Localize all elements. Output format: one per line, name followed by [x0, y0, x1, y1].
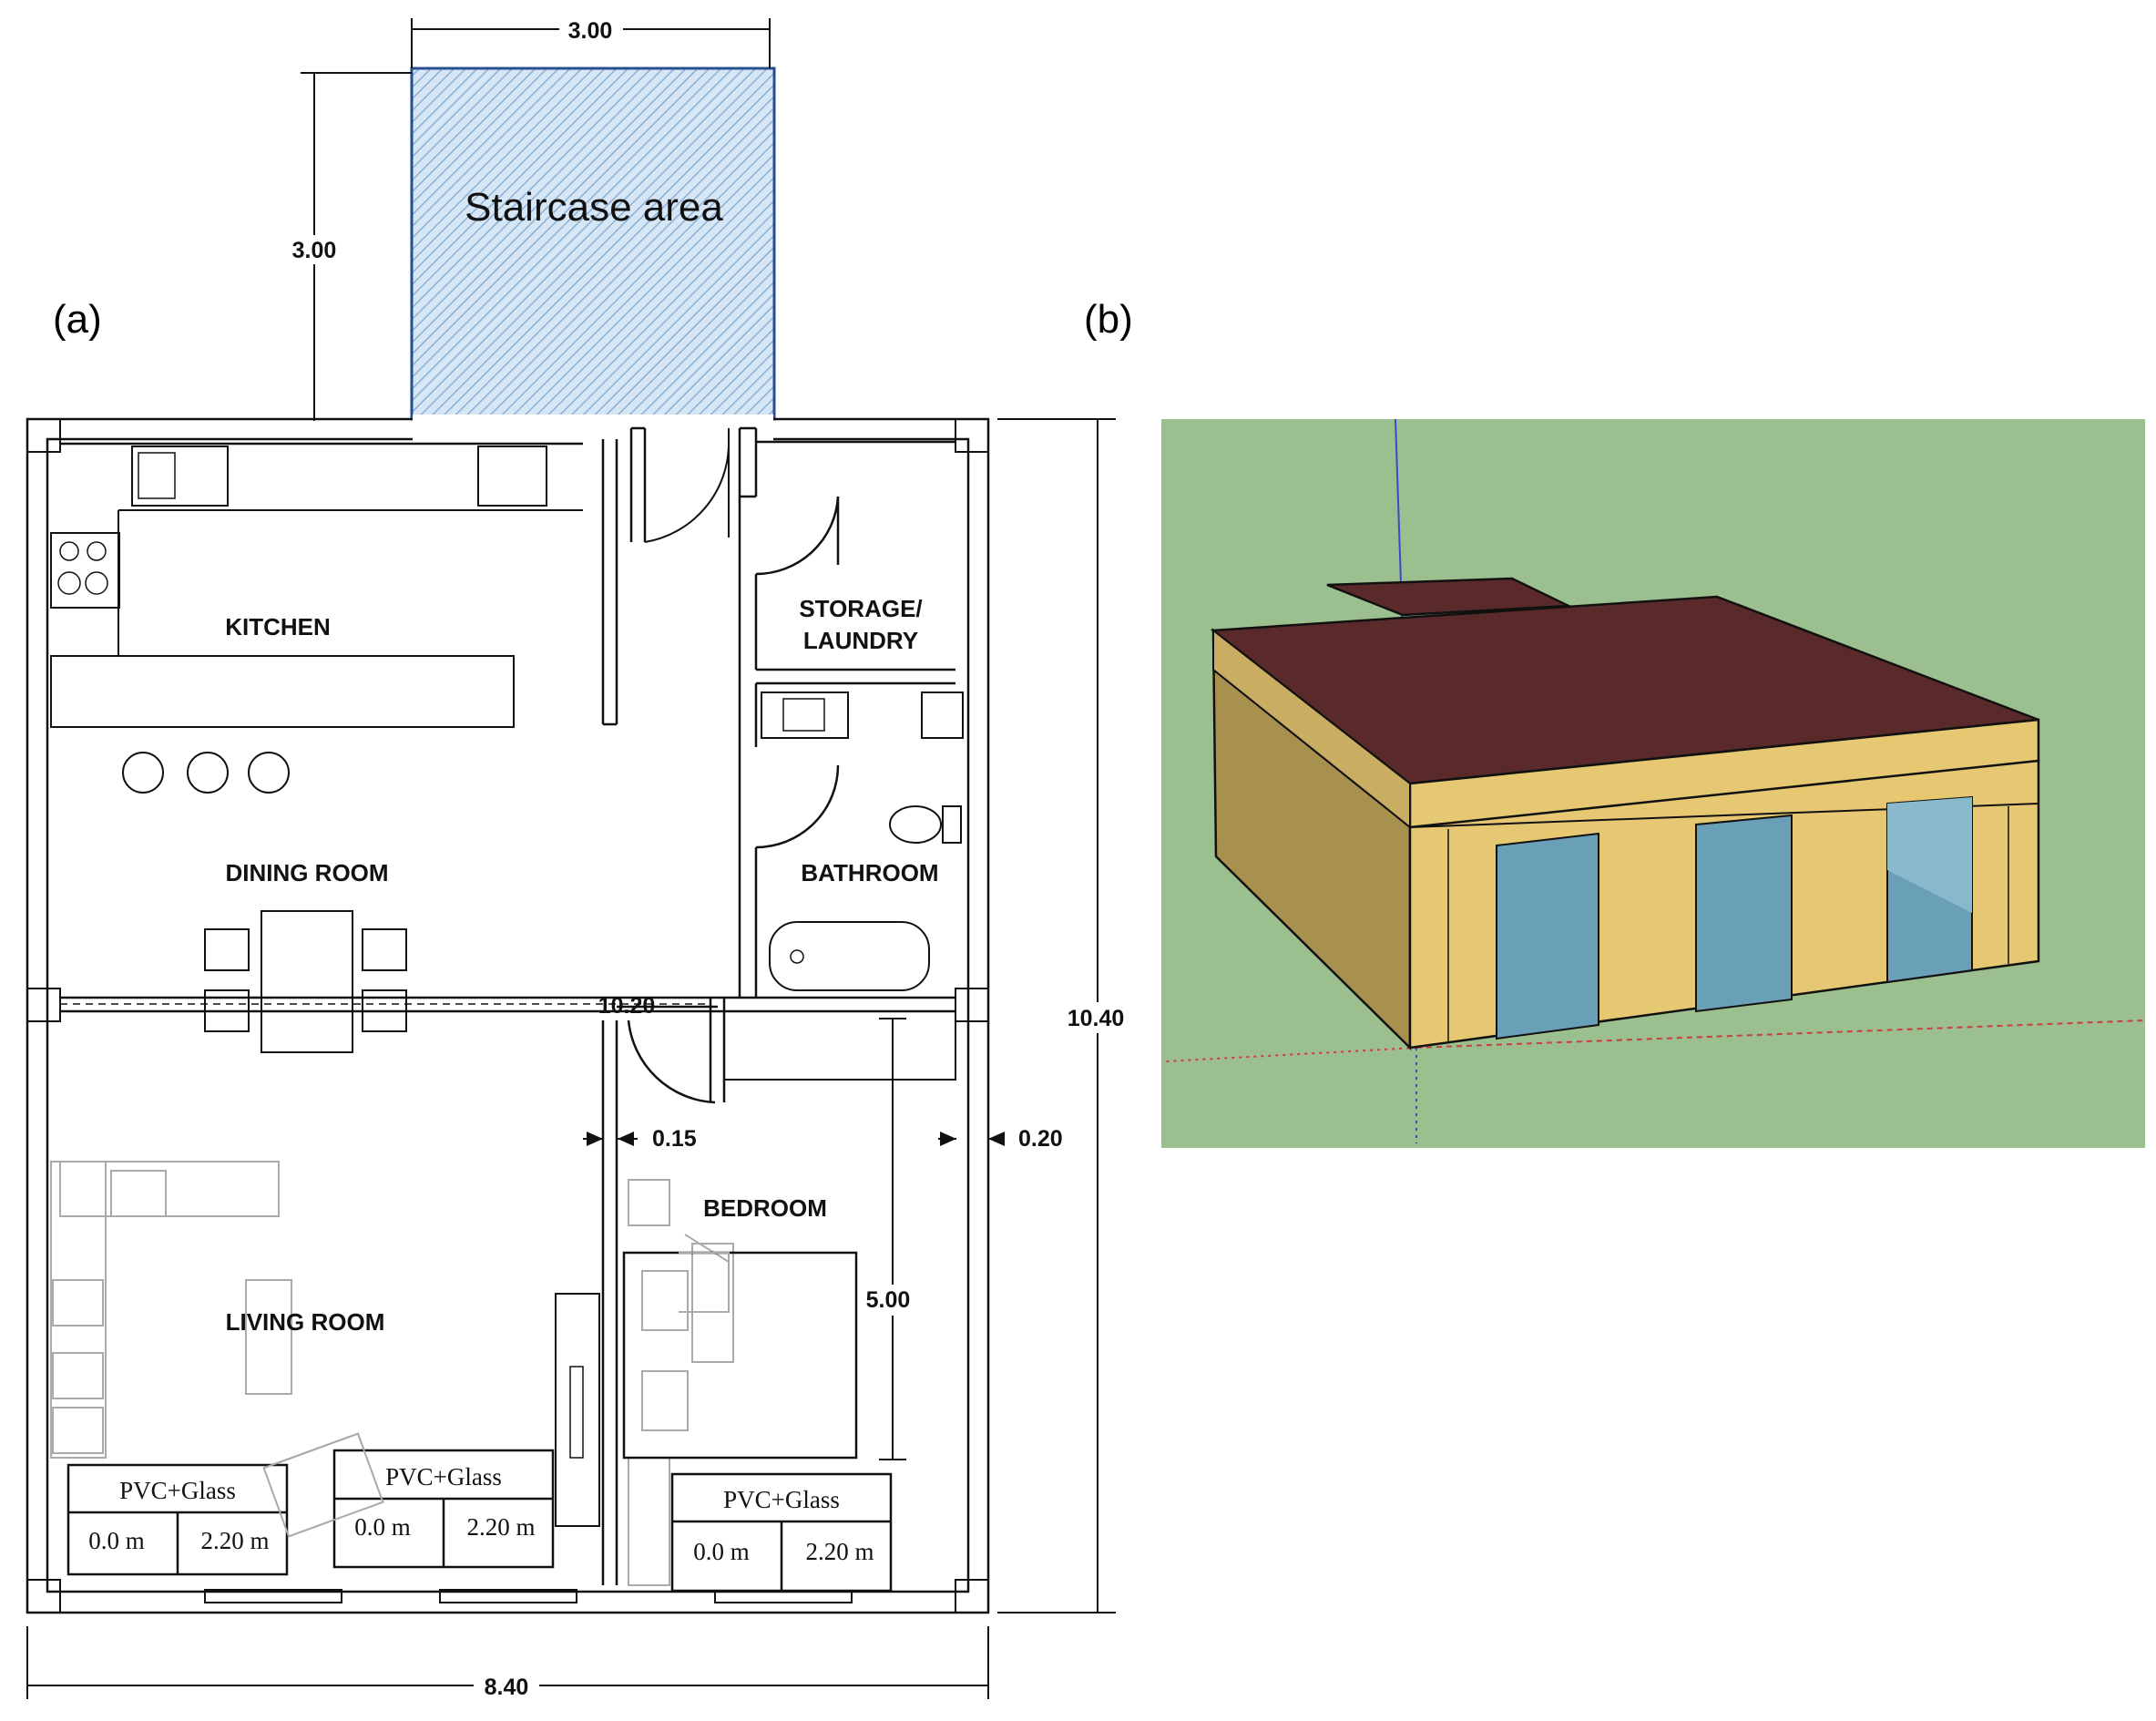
room-label-bedroom: BEDROOM [703, 1194, 827, 1222]
room-label-storage-2: LAUNDRY [803, 627, 918, 654]
panel-label-a: (a) [53, 297, 102, 342]
window-1-sill: 0.0 m [88, 1527, 145, 1554]
window-3-material: PVC+Glass [723, 1486, 840, 1513]
glass-door-2 [1695, 814, 1793, 1013]
staircase: Staircase area 3.00 3.00 [282, 15, 776, 421]
staircase-area [410, 67, 776, 421]
staircase-height-label: 3.00 [292, 238, 337, 263]
window-1-material: PVC+Glass [119, 1477, 236, 1504]
staircase-width-label: 3.00 [568, 18, 613, 44]
room-label-dining: DINING ROOM [225, 859, 388, 886]
room-label-bathroom: BATHROOM [801, 859, 938, 886]
dim-outer-wall-label: 0.20 [1018, 1126, 1063, 1152]
window-3-sill: 0.0 m [693, 1538, 750, 1565]
room-label-kitchen: KITCHEN [225, 613, 331, 640]
kitchen-island [50, 655, 515, 728]
staircase-label: Staircase area [465, 185, 723, 230]
dim-interior-width: 10.20 [598, 993, 656, 1019]
window-2-material: PVC+Glass [385, 1463, 502, 1491]
dim-total-height-label: 10.40 [1068, 1006, 1125, 1031]
stove-icon [50, 532, 120, 609]
window-2-sill: 0.0 m [354, 1513, 411, 1541]
window-table-3 [670, 1472, 893, 1593]
window-3-height: 2.20 m [805, 1538, 874, 1565]
building-3d-model [1161, 418, 2146, 1148]
tv-unit [555, 1293, 600, 1527]
toilet-icon [889, 805, 942, 844]
floor-plan [26, 415, 990, 1614]
bathroom-sink [761, 691, 849, 739]
bathtub [769, 921, 930, 991]
dim-bedroom-depth [879, 1018, 906, 1460]
dim-bedroom-depth-label: 5.00 [866, 1287, 911, 1313]
glass-door-1 [1496, 832, 1599, 1040]
window-table-1 [66, 1463, 289, 1576]
dining-table [261, 910, 353, 1053]
window-table-2 [262, 1432, 555, 1569]
window-2-height: 2.20 m [466, 1513, 535, 1541]
window-1-height: 2.20 m [200, 1527, 269, 1554]
dim-inner-wall-label: 0.15 [652, 1126, 697, 1152]
panel-label-b: (b) [1084, 297, 1133, 342]
dim-total-width-label: 8.40 [485, 1675, 529, 1700]
room-label-living: LIVING ROOM [226, 1308, 385, 1336]
bed [622, 1251, 858, 1460]
kitchen-sink [131, 446, 229, 507]
room-label-storage-1: STORAGE/ [799, 595, 922, 622]
